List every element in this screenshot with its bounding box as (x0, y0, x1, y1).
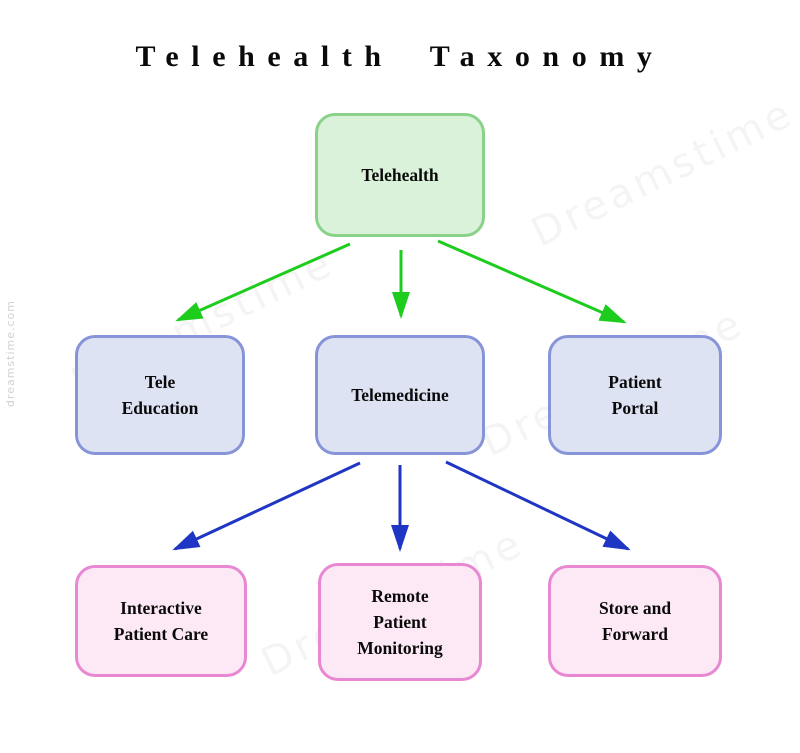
node-telemedicine-label: Telemedicine (351, 384, 449, 405)
node-remote-patient-monitoring: Remote Patient Monitoring (318, 563, 482, 681)
watermark-site-text: dreamstime.com (4, 300, 17, 408)
node-tele-education-label: Tele Education (121, 371, 199, 418)
node-patient-portal-label: Patient Portal (608, 371, 662, 418)
node-interactive-patient-care: Interactive Patient Care (75, 565, 247, 677)
node-telehealth-label: Telehealth (361, 164, 439, 185)
arrow-telemedicine-to-interactive-patient-care (172, 461, 361, 551)
node-telemedicine: Telemedicine (315, 335, 485, 455)
node-tele-education: Tele Education (75, 335, 245, 455)
node-store-and-forward: Store and Forward (548, 565, 722, 677)
node-telehealth: Telehealth (315, 113, 485, 237)
arrow-root-to-patient-portal (437, 239, 627, 324)
node-patient-portal: Patient Portal (548, 335, 722, 455)
arrow-telemedicine-to-store-and-forward (445, 460, 631, 551)
node-store-and-forward-label: Store and Forward (598, 597, 672, 644)
watermark-text: Dreamstime (524, 89, 800, 257)
node-remote-patient-monitoring-label: Remote Patient Monitoring (357, 585, 443, 659)
arrow-root-to-tele-education (175, 242, 351, 322)
diagram-title: Telehealth Taxonomy (135, 40, 665, 73)
node-interactive-patient-care-label: Interactive Patient Care (113, 597, 209, 644)
